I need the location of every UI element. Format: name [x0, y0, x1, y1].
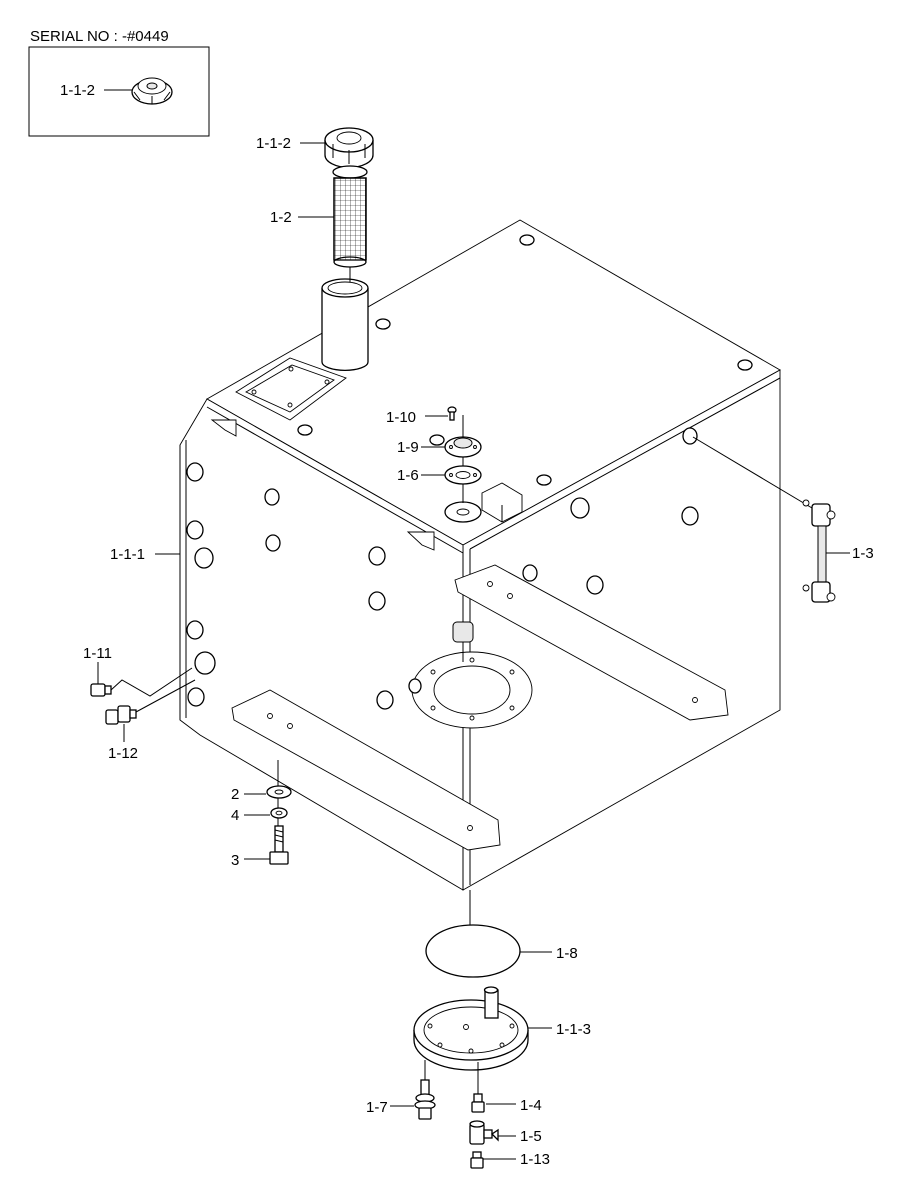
label-strainer: 1-2 — [270, 209, 292, 226]
bottom-rail-right — [454, 564, 729, 721]
label-cap: 1-1-2 — [256, 135, 291, 152]
drain-bolt-part — [414, 1079, 436, 1120]
hydraulic-tank — [179, 219, 781, 891]
label-drain-cock: 1-5 — [520, 1128, 542, 1145]
label-cover: 1-1-3 — [556, 1021, 591, 1038]
label-small-plug: 1-13 — [520, 1151, 550, 1168]
label-level-gauge: 1-3 — [852, 545, 874, 562]
serial-number-label: SERIAL NO : -#0449 — [30, 28, 169, 45]
label-washer: 2 — [231, 786, 239, 803]
nipple-part — [471, 1093, 485, 1113]
filler-neck — [321, 288, 369, 371]
small-bolt-part — [447, 406, 457, 421]
label-large-gasket: 1-8 — [556, 945, 578, 962]
label-nipple: 1-4 — [520, 1097, 542, 1114]
label-lock-washer: 4 — [231, 807, 239, 824]
cap-part — [324, 127, 374, 169]
washer-part — [266, 785, 292, 799]
large-gasket-part — [425, 924, 521, 978]
label-small-gasket: 1-6 — [397, 467, 419, 484]
cover-part — [413, 986, 529, 1071]
small-gasket-part — [444, 465, 482, 485]
label-flange: 1-9 — [397, 439, 419, 456]
breather-box — [481, 482, 523, 523]
suction-pipe — [452, 621, 474, 643]
label-tank: 1-1-1 — [110, 546, 145, 563]
bottom-rail-left — [231, 689, 501, 851]
bracket-left — [210, 419, 237, 437]
level-gauge-part — [802, 499, 836, 603]
fitting-part — [105, 705, 137, 725]
inset-box — [28, 46, 210, 137]
inset-cap-icon — [131, 77, 173, 105]
top-face-details — [235, 234, 753, 523]
label-plug: 1-11 — [83, 645, 112, 662]
right-face-bosses — [522, 427, 699, 595]
label-fitting: 1-12 — [108, 745, 138, 762]
serial-inset: SERIAL NO : -#0449 1-1-2 — [28, 28, 210, 137]
label-drain-bolt: 1-7 — [366, 1099, 388, 1116]
inset-cap-label: 1-1-2 — [60, 82, 95, 99]
label-bolt: 3 — [231, 852, 239, 869]
bolt-part — [269, 825, 289, 865]
bracket-mid — [406, 531, 435, 551]
drain-cock-part — [469, 1120, 499, 1145]
left-face-bosses — [186, 462, 422, 710]
flange-part — [444, 436, 482, 458]
small-plug-part — [470, 1151, 484, 1169]
plug-part — [90, 683, 112, 697]
lock-washer-part — [270, 807, 288, 819]
label-small-bolt: 1-10 — [386, 409, 416, 426]
